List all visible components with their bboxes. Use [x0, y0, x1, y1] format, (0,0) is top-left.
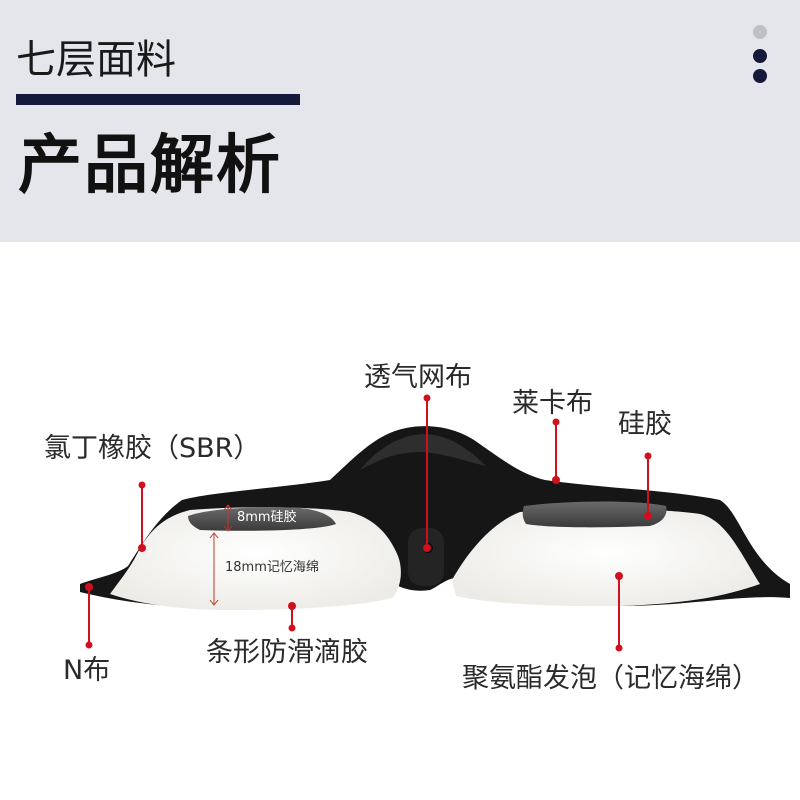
dot-dark	[753, 49, 767, 63]
label-n-cloth: N布	[63, 655, 111, 686]
section-subtitle: 七层面料	[16, 37, 176, 83]
mask-cross-section-illustration	[80, 394, 790, 652]
more-dots-icon	[752, 25, 768, 85]
label-anti-slip-glue: 条形防滑滴胶	[206, 637, 368, 668]
header-banner: 七层面料 产品解析	[0, 0, 800, 242]
center-buckle	[408, 528, 444, 586]
dot-light	[753, 25, 767, 39]
pointer-dots	[85, 394, 652, 652]
product-cross-section: 透气网布 莱卡布 硅胶 氯丁橡胶（SBR） N布 条形防滑滴胶 聚氨酯发泡（记忆…	[0, 242, 800, 800]
dot-dark	[753, 69, 767, 83]
label-lycra: 莱卡布	[512, 388, 593, 419]
silicone-thickness-label: 8mm硅胶	[237, 510, 297, 525]
shell-highlight	[360, 434, 486, 470]
label-sbr: 氯丁橡胶（SBR）	[44, 433, 261, 464]
dimension-marks	[209, 504, 233, 606]
label-silicone: 硅胶	[618, 409, 672, 440]
right-silicone-pad	[522, 501, 667, 528]
label-pu-foam: 聚氨酯发泡（记忆海绵）	[462, 663, 759, 694]
foam-thickness-label: 18mm记忆海绵	[225, 560, 319, 575]
subtitle-underline	[16, 94, 300, 105]
left-silicone-pad	[188, 507, 336, 531]
left-foam	[110, 507, 401, 610]
label-breathable-mesh: 透气网布	[364, 362, 472, 393]
right-foam	[452, 509, 760, 607]
page-title: 产品解析	[18, 129, 282, 203]
